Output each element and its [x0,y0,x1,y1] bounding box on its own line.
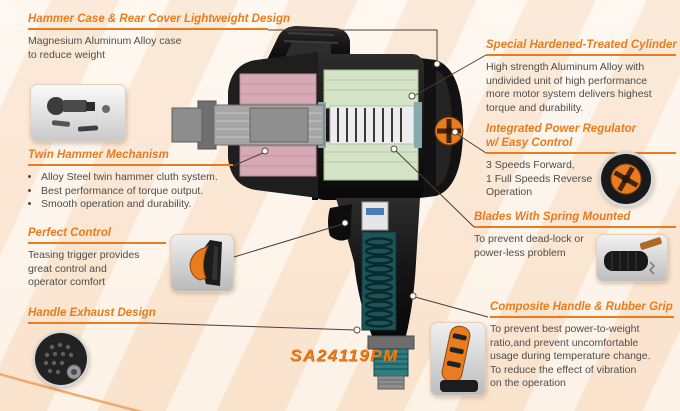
regulator-knob [434,116,464,146]
callout-regulator-title: Integrated Power Regulator w/ Easy Contr… [486,123,637,149]
callout-composite-handle-title: Composite Handle & Rubber Grip [490,301,673,313]
callout-handle-exhaust: Handle Exhaust Design [28,306,173,324]
model-number: SA24119PM [290,346,399,365]
callout-underline [28,242,166,244]
callout-twin-hammer: Twin Hammer Mechanism Alloy Steel twin h… [28,148,243,212]
grip-cutaway [361,201,397,331]
cylinder-cutaway [318,69,422,181]
callout-underline [28,322,148,324]
callout-cylinder: Special Hardened-Treated Cylinder High s… [486,38,678,115]
callout-blades-title: Blades With Spring Mounted [474,211,631,223]
valve-spring [364,237,394,328]
callout-cylinder-title: Special Hardened-Treated Cylinder [486,39,677,51]
rubber-grip-close-up-photo [430,322,486,401]
callout-cylinder-body: High strength Aluminum Alloy with undivi… [486,61,652,114]
callout-blades: Blades With Spring Mounted To prevent de… [474,210,678,260]
impact-wrench-illustration [171,26,464,390]
anvil-shaft [171,100,325,150]
callout-perfect-control: Perfect Control Teasing trigger provides… [28,226,173,290]
callout-underline [486,54,676,56]
handle-bottom-exhaust-photo [32,330,90,393]
anvil-and-socket-parts-photo [30,84,126,147]
bullet-item: Best performance of torque output. [41,185,243,199]
rotor-blades [337,108,402,142]
callout-regulator: Integrated Power Regulator w/ Easy Contr… [486,122,678,200]
callout-perfect-control-title: Perfect Control [28,227,112,239]
power-regulator-dial-photo [597,150,655,213]
callout-underline [486,152,676,154]
air-inlet [367,335,415,390]
trigger-close-up-photo [170,234,234,297]
callout-composite-handle: Composite Handle & Rubber Grip To preven… [490,300,676,391]
callout-regulator-body: 3 Speeds Forward, 1 Full Speeds Reverse … [486,159,593,198]
bullet-item: Alloy Steel twin hammer cluth system. [41,171,243,185]
callout-hammer-case-body: Magnesium Aluminum Alloy case to reduce … [28,35,182,61]
anchor-dots [261,60,459,334]
trigger [328,204,352,241]
callout-hammer-case-title: Hammer Case & Rear Cover Lightweight Des… [28,13,291,25]
bullet-item: Smooth operation and durability. [41,198,243,212]
callout-underline [490,316,674,318]
callout-handle-exhaust-title: Handle Exhaust Design [28,307,156,319]
leader-lines [147,29,489,331]
callout-underline [474,226,676,228]
callout-twin-hammer-title: Twin Hammer Mechanism [28,149,169,161]
callout-hammer-case: Hammer Case & Rear Cover Lightweight Des… [28,12,290,62]
callout-blades-body: To prevent dead-lock or power-less probl… [474,233,584,259]
callout-twin-hammer-bullets: Alloy Steel twin hammer cluth system. Be… [28,171,243,212]
rotor-blades-and-spring-photo [596,234,668,287]
callout-perfect-control-body: Teasing trigger provides great control a… [28,249,140,288]
twin-hammer-cutaway [239,73,317,177]
decorative-arc [0,372,144,411]
callout-underline [28,28,268,30]
callout-underline [28,164,233,166]
callout-composite-handle-body: To prevent best power-to-weight ratio,an… [490,323,651,389]
